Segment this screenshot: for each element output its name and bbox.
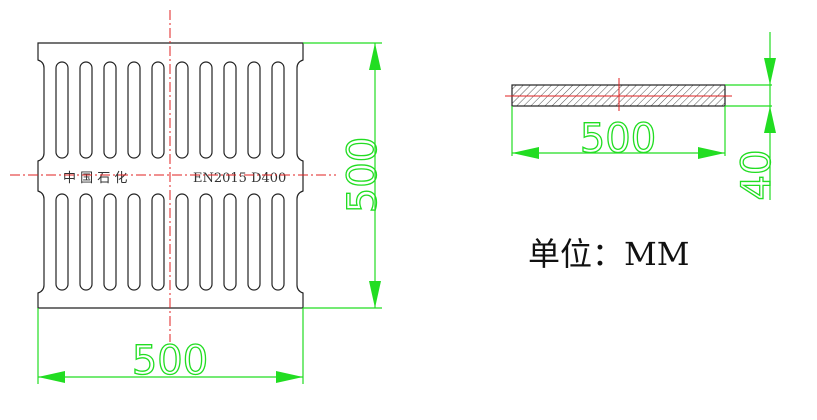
slot	[199, 193, 213, 291]
slot	[151, 61, 165, 159]
height-dim-text: 500	[340, 137, 386, 213]
slot	[127, 61, 141, 159]
section-length-text: 500	[580, 116, 656, 162]
slot	[103, 193, 117, 291]
slot	[175, 193, 189, 291]
slot	[175, 61, 189, 159]
unit-label: 单位：MM	[528, 235, 690, 273]
thickness-dimension: 40	[725, 32, 781, 201]
slot	[79, 193, 93, 291]
slot	[223, 193, 237, 291]
slot	[223, 61, 237, 159]
slots	[55, 61, 285, 291]
slot	[271, 61, 285, 159]
slot	[151, 193, 165, 291]
slot	[247, 61, 261, 159]
width-dimension: 500	[37, 308, 304, 385]
slot	[55, 193, 69, 291]
slot	[271, 193, 285, 291]
width-dim-text: 500	[132, 338, 208, 384]
slot	[247, 193, 261, 291]
grate-section-view	[505, 78, 732, 111]
grate-plan-view: 中 国 石 化 EN2015 D400	[10, 10, 336, 342]
slot	[79, 61, 93, 159]
thickness-text: 40	[734, 150, 780, 201]
marking-left: 中 国 石 化	[63, 171, 127, 186]
slot	[199, 61, 213, 159]
slot	[103, 61, 117, 159]
height-dimension: 500	[303, 42, 387, 309]
slot	[55, 61, 69, 159]
slot	[127, 193, 141, 291]
marking-right: EN2015 D400	[193, 171, 286, 186]
section-length-dimension: 500	[511, 106, 726, 163]
